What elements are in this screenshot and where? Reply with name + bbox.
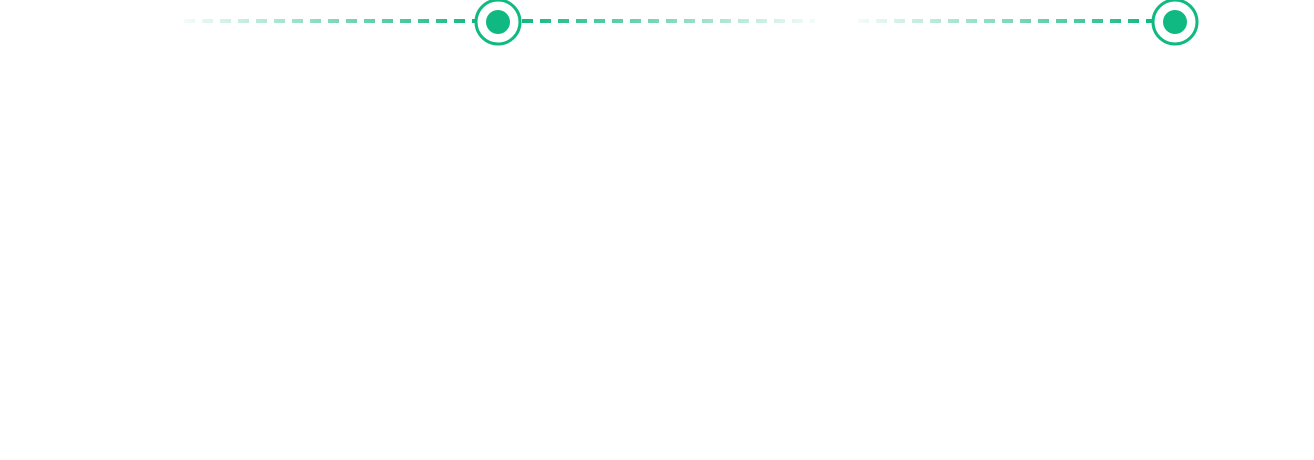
timeline-marker-1[interactable] <box>474 0 522 46</box>
marker-dot <box>486 10 510 34</box>
marker-dot <box>1163 10 1187 34</box>
timeline-marker-2[interactable] <box>1151 0 1199 46</box>
